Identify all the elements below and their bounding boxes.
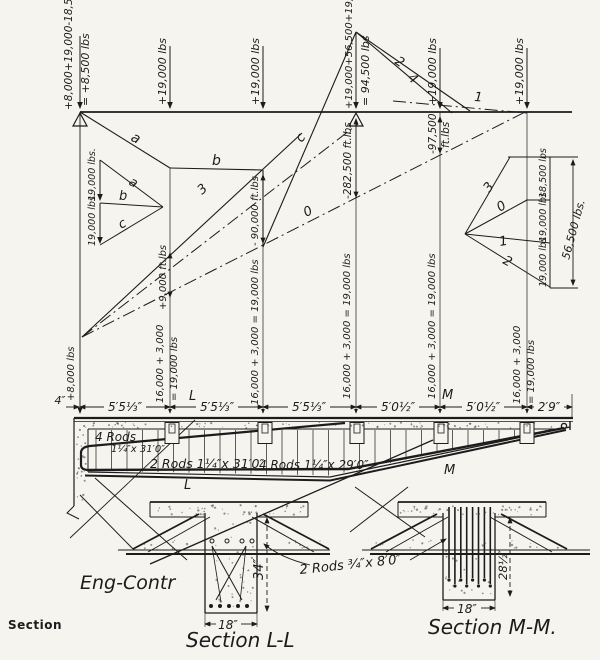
dim-span3: 5′5⅓″ bbox=[292, 400, 327, 414]
funicular-dashdot-lines bbox=[81, 100, 528, 338]
sum-170-a: 16,000 + 3,000 bbox=[155, 325, 166, 403]
hanger-rods bbox=[447, 507, 492, 588]
left-force-polygon: 19,000 lbs. 19,000 lbs. a b c bbox=[87, 148, 164, 246]
right-polygon-total: 56,500 lbs. bbox=[559, 198, 587, 261]
moment-load4-units: ft.lbs bbox=[440, 121, 452, 148]
rods-top-label-a: 4 Rods bbox=[95, 430, 136, 444]
dim-span5: 5′0½″ bbox=[466, 400, 501, 414]
right-reaction-total: = 94,500 lbs bbox=[359, 35, 372, 106]
string-label-c: c bbox=[293, 131, 310, 145]
right-force-polygon: 18,500 lbs 19,000 lbs 19,000 lbs 56,500 … bbox=[464, 148, 588, 289]
section-cut-m-lower: M bbox=[444, 463, 455, 478]
sum-263: 16,000 + 3,000 = 19,000 lbs bbox=[250, 259, 261, 405]
string-label-b: b bbox=[212, 153, 221, 169]
dim-span6: 2′9″ bbox=[538, 400, 561, 414]
string-label-2: 2 bbox=[392, 54, 407, 71]
moment-support-label: -282,500 ft.lbs bbox=[342, 122, 354, 199]
right-polygon-seg-mid: 19,000 lbs bbox=[538, 192, 549, 242]
caption-fragment: Section bbox=[8, 618, 62, 632]
rod-hook bbox=[79, 444, 91, 472]
section-cut-m-upper: M bbox=[442, 388, 453, 403]
load-label-4: +19,000 lbs bbox=[513, 38, 526, 105]
concrete-stipple bbox=[76, 421, 559, 607]
dim-span1: 5′5⅓″ bbox=[108, 400, 143, 414]
moment-diagram: +8,000+19,000-18,500 = +8,500 lbs +19,00… bbox=[63, 0, 573, 418]
moment-load4-label: -97,500 bbox=[427, 113, 439, 154]
load-label-2: +19,000 lbs bbox=[249, 38, 262, 105]
right-polygon-ray-1: 1 bbox=[498, 234, 509, 250]
left-reaction-total: = +8,500 lbs bbox=[79, 33, 92, 106]
credit-note: Eng-Contr bbox=[80, 572, 176, 594]
sum-170-b: = 19,000 lbs bbox=[169, 337, 180, 401]
left-polygon-ray-c: c bbox=[116, 216, 129, 233]
left-polygon-load-upper: 19,000 lbs. bbox=[87, 148, 98, 201]
rod-dots bbox=[209, 538, 255, 608]
string-label-a: a bbox=[128, 129, 143, 147]
rods-taper-label: 4 Rods 1¼″x 29′0″ bbox=[259, 458, 369, 472]
beam-elevation: 4 Rods 1¼″x 31′0″ 2 Rods 1¼″x 31′0″ 4 Ro… bbox=[66, 416, 573, 565]
ll-depth-dim: 34″ bbox=[252, 558, 267, 580]
mm-depth-dim: 28½″ bbox=[496, 549, 510, 580]
sum-527-b: = 19,000 lbs bbox=[526, 340, 537, 404]
section-cut-l-upper: L bbox=[189, 389, 196, 404]
load-label-1: +19,000 lbs bbox=[156, 38, 169, 105]
left-polygon-ray-b: b bbox=[119, 189, 127, 204]
rods-top-label-b: 1¼″x 31′0″ bbox=[111, 443, 165, 455]
section-mm: 18″ 28½″ Section M-M. bbox=[362, 501, 590, 639]
load-point-notches bbox=[164, 422, 535, 444]
sum-440: 16,000 + 3,000 = 19,000 lbs bbox=[427, 253, 438, 399]
dim-overhang: 4″ bbox=[54, 394, 66, 407]
sum-527-a: 16,000 + 3,000 bbox=[512, 326, 523, 404]
dimension-line: 4″ 5′5⅓″ 5′5⅓″ 5′5⅓″ 5′0½″ 5′0½″ 2′9″ L … bbox=[54, 388, 573, 414]
string-label-1: 1 bbox=[474, 90, 483, 106]
mm-title: Section M-M. bbox=[428, 615, 557, 639]
left-reaction-expr: +8,000+19,000-18,500 bbox=[63, 0, 75, 110]
funicular-solid-lines bbox=[79, 31, 471, 338]
right-polygon-seg-bot: 19,000 lbs bbox=[538, 237, 549, 287]
dim-span4: 5′0½″ bbox=[381, 400, 416, 414]
string-label-3: 3 bbox=[195, 181, 211, 198]
hanger-note: 2 Rods ¾″x 8′0″ bbox=[299, 552, 402, 578]
section-cut-l-lower: L bbox=[184, 478, 191, 493]
load-label-3: +19,000 lbs bbox=[426, 38, 439, 105]
moment-90000-label: - 90,000 ft.lbs bbox=[250, 176, 261, 246]
right-polygon-ray-2: 2 bbox=[500, 253, 514, 270]
sum-356: 16,000 + 3,000 = 19,000 lbs bbox=[342, 253, 353, 399]
bottom-rods bbox=[88, 426, 565, 472]
moment-9000-label: +9,000 ft.lbs bbox=[158, 245, 169, 310]
right-polygon-seg-top: 18,500 lbs bbox=[538, 148, 549, 198]
dim-span2: 5′5⅓″ bbox=[200, 400, 235, 414]
rods-bottom-label: 2 Rods 1¼″x 31′0″ bbox=[150, 456, 264, 471]
ll-title: Section L-L bbox=[186, 628, 295, 652]
left-polygon-load-lower: 19,000 lbs. bbox=[87, 193, 98, 246]
ll-width-dim: 18″ bbox=[218, 618, 238, 632]
section-ll: 18″ 34″ Section L-L bbox=[118, 501, 330, 652]
mm-width-dim: 18″ bbox=[457, 602, 477, 616]
load-sum-labels: +8,000 lbs 16,000 + 3,000 = 19,000 lbs 1… bbox=[66, 253, 537, 405]
sum-left-end: +8,000 lbs bbox=[66, 346, 77, 401]
top-bent-rod bbox=[89, 421, 346, 448]
load-arrows bbox=[77, 33, 530, 110]
right-reaction-expr: +19,000+56,500+19,000 bbox=[344, 0, 355, 109]
string-label-0: 0 bbox=[301, 203, 315, 220]
right-polygon-ray-0: 0 bbox=[494, 198, 509, 215]
